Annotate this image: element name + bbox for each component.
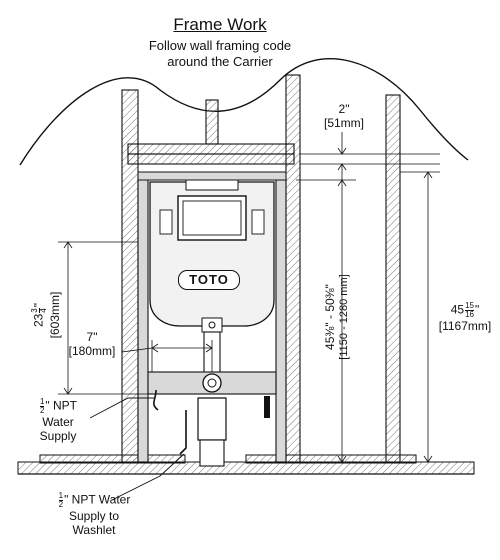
top-header-beam	[127, 143, 295, 155]
diagram-subtitle: Follow wall framing code around the Carr…	[0, 38, 440, 70]
second-header-beam	[127, 153, 295, 165]
tank-top-fitting	[185, 179, 239, 191]
adjustable-height-dimension: 45⅜" - 50⅜" [1150 - 1280 mm]	[323, 255, 353, 379]
drain-offset-imperial: 7"	[86, 330, 98, 344]
water-supply-line	[153, 389, 159, 411]
subtitle-line-1: Follow wall framing code	[148, 38, 292, 53]
center-top-stud	[205, 99, 219, 145]
carrier-right-post	[275, 175, 287, 463]
floor-slab	[17, 461, 475, 475]
adjustable-height-metric: [1150 - 1280 mm]	[338, 274, 350, 360]
adjustable-height-imperial: 45⅜" - 50⅜"	[323, 284, 337, 350]
drain-offset-dimension: 7" [180mm]	[62, 330, 122, 358]
tank-outlet	[201, 317, 223, 333]
washlet-supply-leader	[111, 453, 185, 501]
carrier-height-whole: 45	[450, 302, 465, 317]
water-supply-line-3: Supply	[39, 429, 77, 443]
left-bottom-plate	[39, 454, 186, 464]
header-gap-metric: [51mm]	[323, 116, 364, 130]
diagram-title: Frame Work	[173, 15, 267, 34]
right-wall-stud	[285, 74, 301, 463]
drain-height-whole: 23	[31, 313, 46, 328]
washlet-supply-line-2: Supply to	[68, 509, 120, 523]
wall-cutaway-wave	[19, 58, 469, 166]
drain-offset-metric: [180mm]	[68, 344, 116, 358]
carrier-left-post	[137, 175, 149, 463]
carrier-height-metric: [1167mm]	[438, 319, 492, 333]
header-gap-imperial: 2"	[338, 102, 350, 116]
washlet-supply-line-3: Washlet	[72, 523, 116, 537]
drain-flange	[202, 373, 222, 393]
water-supply-leader	[89, 397, 154, 419]
header-gap-dimension: 2" [51mm]	[316, 102, 372, 130]
subtitle-line-2: around the Carrier	[167, 54, 273, 69]
drain-height-metric: [603mm]	[48, 291, 62, 339]
right-bottom-plate	[245, 454, 417, 464]
drain-elbow	[197, 397, 227, 441]
washlet-supply-line	[179, 410, 187, 455]
waste-outlet-pipe	[199, 439, 225, 467]
far-right-wall-stud	[385, 94, 401, 463]
toto-brand-label: TOTO	[178, 270, 240, 290]
carrier-top-bar	[137, 171, 287, 181]
water-supply-line-2: Water	[42, 415, 74, 429]
